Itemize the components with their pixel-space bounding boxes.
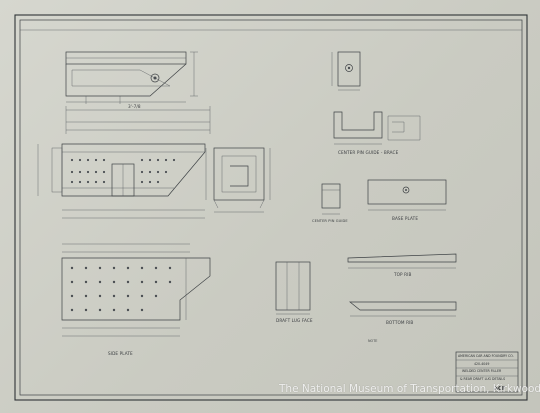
drawing-number: 420-4049 bbox=[474, 362, 489, 366]
drawing-title-line2: & REAR DRAFT LUG DETAILS bbox=[460, 377, 505, 381]
center-pin-guide-brace-view bbox=[331, 51, 421, 145]
center-pin-guide-brace-label: CENTER PIN GUIDE - BRACE bbox=[338, 150, 399, 155]
side-plate-label: SIDE PLATE bbox=[108, 351, 133, 356]
drawing-title-line1: WELDED CENTER FILLER bbox=[462, 369, 502, 373]
inner-border bbox=[19, 19, 523, 396]
bottom-rib-label: BOTTOM RIB bbox=[386, 320, 413, 325]
center-pin-guide-view bbox=[321, 183, 341, 215]
museum-watermark: The National Museum of Transportation, K… bbox=[279, 383, 540, 395]
bottom-rib-view bbox=[349, 301, 457, 317]
side-plate-holes bbox=[70, 266, 172, 312]
draft-lug-elevation bbox=[65, 51, 198, 104]
dim-overall: 3'-7/8 bbox=[128, 104, 141, 109]
base-plate-view bbox=[367, 179, 447, 211]
elevation-rivet-holes bbox=[70, 158, 176, 184]
center-pin-guide-label: CENTER PIN GUIDE bbox=[312, 219, 348, 223]
outer-border bbox=[14, 14, 528, 401]
top-rib-label: TOP RIB bbox=[393, 272, 411, 277]
center-filler-elevation: 3'-7/8 bbox=[37, 104, 211, 219]
side-plate-view bbox=[61, 243, 211, 337]
base-plate-label: BASE PLATE bbox=[392, 216, 418, 221]
company-monogram: ACF bbox=[494, 386, 506, 392]
notes-label: NOTE bbox=[368, 339, 377, 343]
title-block bbox=[455, 351, 519, 393]
company-name: AMERICAN CAR AND FOUNDRY CO. bbox=[458, 354, 514, 358]
draft-lug-face-view bbox=[275, 261, 311, 315]
draft-lug-face-label: DRAFT LUG FACE bbox=[276, 318, 313, 323]
end-section-view bbox=[205, 147, 271, 213]
top-rib-view bbox=[347, 253, 457, 269]
